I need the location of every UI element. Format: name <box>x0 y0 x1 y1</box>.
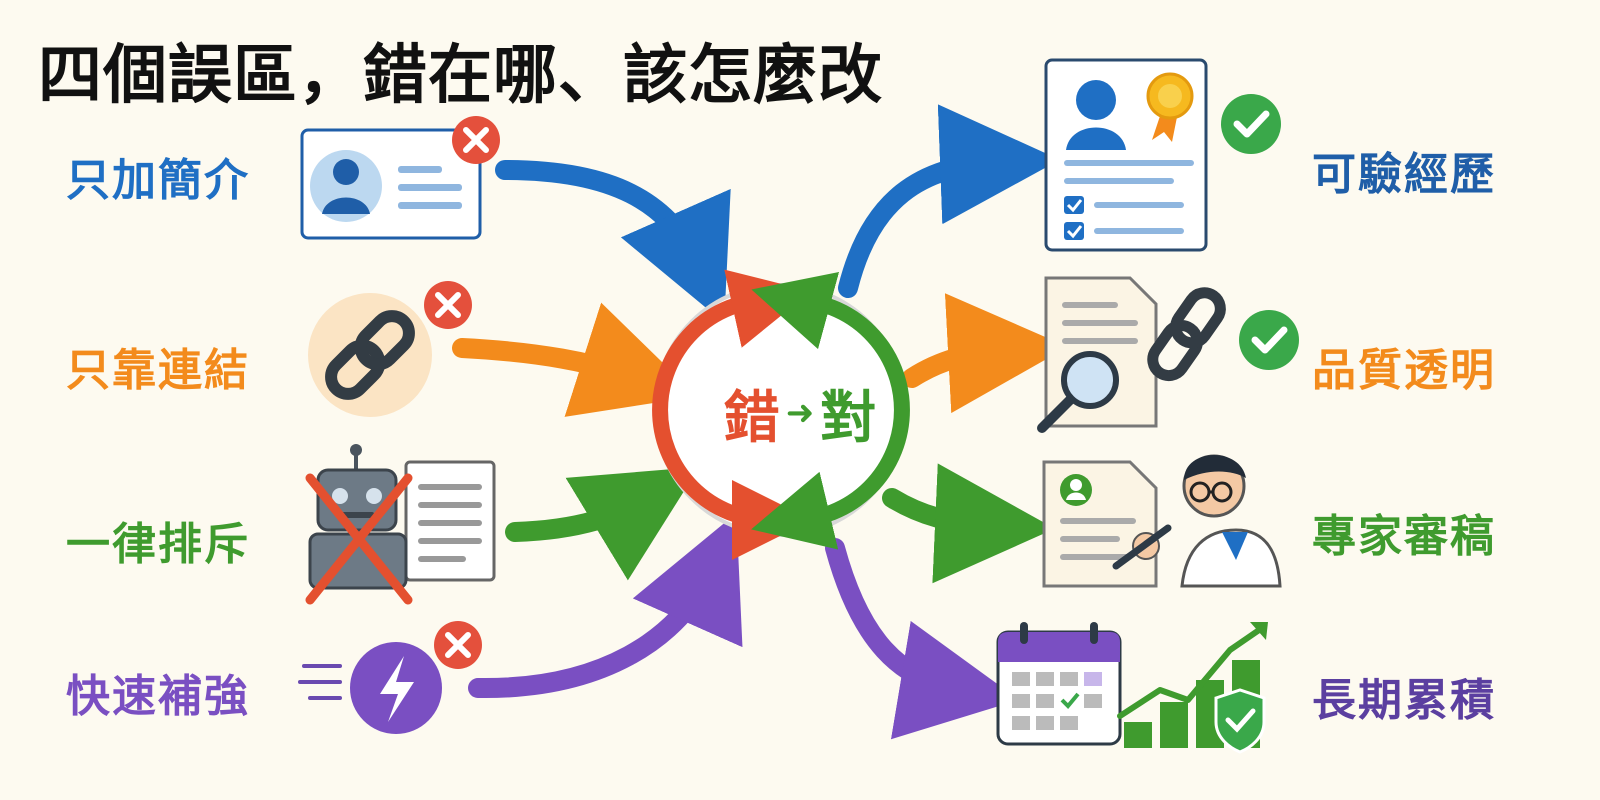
calendar-growth-icon <box>996 622 1268 754</box>
mistake-label-3: 一律排斥 <box>66 519 250 570</box>
x-badge-icon <box>424 281 472 329</box>
fix-label-3: 專家審稿 <box>1312 511 1496 562</box>
mistake-label-4: 快速補強 <box>66 671 250 722</box>
fix-label-2: 品質透明 <box>1312 345 1496 396</box>
chain-link-icon <box>308 293 432 417</box>
x-badge-icon <box>452 116 500 164</box>
check-badge-icon <box>1221 94 1281 154</box>
arrow-mistake-1 <box>495 160 731 323</box>
arrow-fix-4 <box>825 538 1020 740</box>
page-title: 四個誤區，錯在哪、該怎麼改 <box>38 39 883 113</box>
check-badge-icon <box>1239 310 1299 370</box>
verified-resume-icon <box>1044 58 1208 252</box>
fix-label-1: 可驗經歷 <box>1312 149 1496 200</box>
wrong-label: 錯 <box>723 385 780 451</box>
lightning-icon <box>298 642 442 734</box>
arrow-fix-2 <box>902 293 1068 414</box>
mistake-label-2: 只靠連結 <box>66 345 250 396</box>
arrow-fix-1 <box>838 104 1060 298</box>
center-arrow-icon: ➜ <box>785 393 815 433</box>
arrow-mistake-3 <box>505 466 700 581</box>
center-label: 錯 ➜ 對 <box>700 378 900 451</box>
center-cycle-icon <box>652 269 910 560</box>
crossed-robot-icon <box>305 444 496 605</box>
arrow-fix-3 <box>882 463 1055 584</box>
document-magnifier-icon <box>1037 276 1226 433</box>
profile-card-icon <box>300 128 482 240</box>
expert-review-icon <box>1042 454 1282 588</box>
right-label: 對 <box>820 385 877 451</box>
arrow-mistake-4 <box>468 513 743 699</box>
x-badge-icon <box>434 621 482 669</box>
mistake-label-1: 只加簡介 <box>66 155 250 206</box>
fix-label-4: 長期累積 <box>1312 675 1496 726</box>
arrow-mistake-2 <box>452 302 698 417</box>
